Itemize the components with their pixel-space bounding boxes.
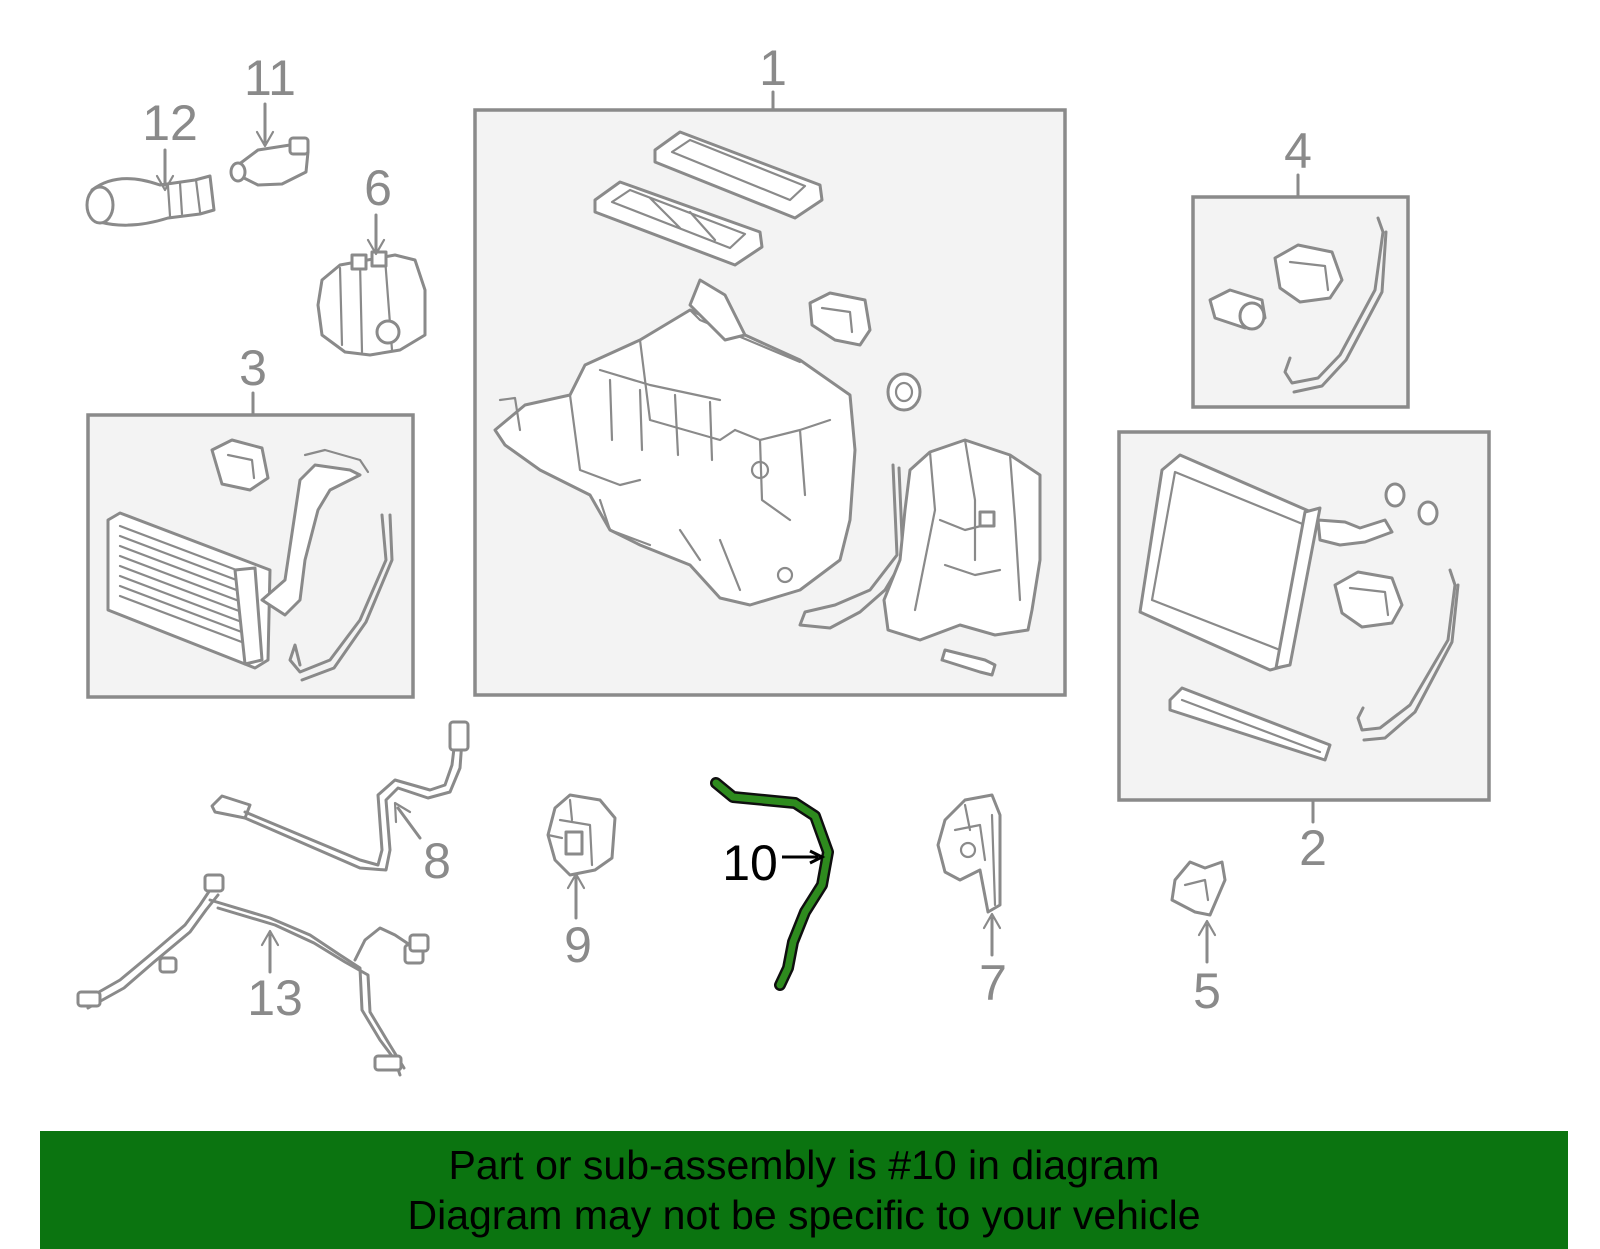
leader-12-arrow — [155, 174, 175, 192]
part-13-wire-harness[interactable] — [76, 873, 430, 1077]
part-5-clip[interactable] — [1170, 860, 1227, 917]
callout-2: 2 — [1299, 820, 1327, 876]
callout-11: 11 — [244, 50, 296, 106]
callout-7: 7 — [979, 955, 1007, 1011]
leader-6-arrow — [366, 238, 386, 256]
part-4-assembly[interactable] — [1208, 216, 1388, 394]
callout-13: 13 — [247, 970, 303, 1026]
callout-1: 1 — [759, 40, 787, 96]
part-10-drain-hose[interactable] — [710, 777, 834, 991]
callout-6: 6 — [364, 160, 392, 216]
part-6-actuator[interactable] — [316, 250, 427, 357]
part-7-bracket[interactable] — [936, 793, 1002, 914]
part-9-resistor[interactable] — [546, 793, 617, 877]
callout-10: 10 — [722, 835, 778, 891]
leader-9-arrow — [566, 872, 586, 890]
callout-9: 9 — [564, 917, 592, 973]
part-11-sensor[interactable] — [229, 136, 310, 187]
callout-3: 3 — [239, 340, 267, 396]
leader-11-arrow — [255, 130, 275, 148]
leader-10-arrow — [809, 849, 826, 865]
banner-line-2: Diagram may not be specific to your vehi… — [407, 1192, 1201, 1238]
leader-7-arrow — [982, 912, 1002, 930]
leader-5-arrow — [1197, 919, 1217, 937]
part-1-hvac-unit[interactable] — [493, 130, 1042, 677]
banner-line-1: Part or sub-assembly is #10 in diagram — [448, 1142, 1160, 1188]
callout-4: 4 — [1284, 123, 1312, 179]
callout-8: 8 — [423, 833, 451, 889]
part-12-hose[interactable] — [85, 174, 216, 227]
info-banner: Part or sub-assembly is #10 in diagram D… — [40, 1131, 1568, 1249]
callout-5: 5 — [1193, 963, 1221, 1019]
leader-8-arrow — [393, 801, 412, 824]
part-3-heater-core[interactable] — [106, 438, 394, 682]
leader-13-arrow — [260, 929, 280, 947]
part-2-evaporator[interactable] — [1138, 453, 1460, 762]
leader-8 — [396, 806, 422, 840]
part-8-sensor-wire[interactable] — [210, 720, 470, 872]
callout-12: 12 — [142, 95, 198, 151]
